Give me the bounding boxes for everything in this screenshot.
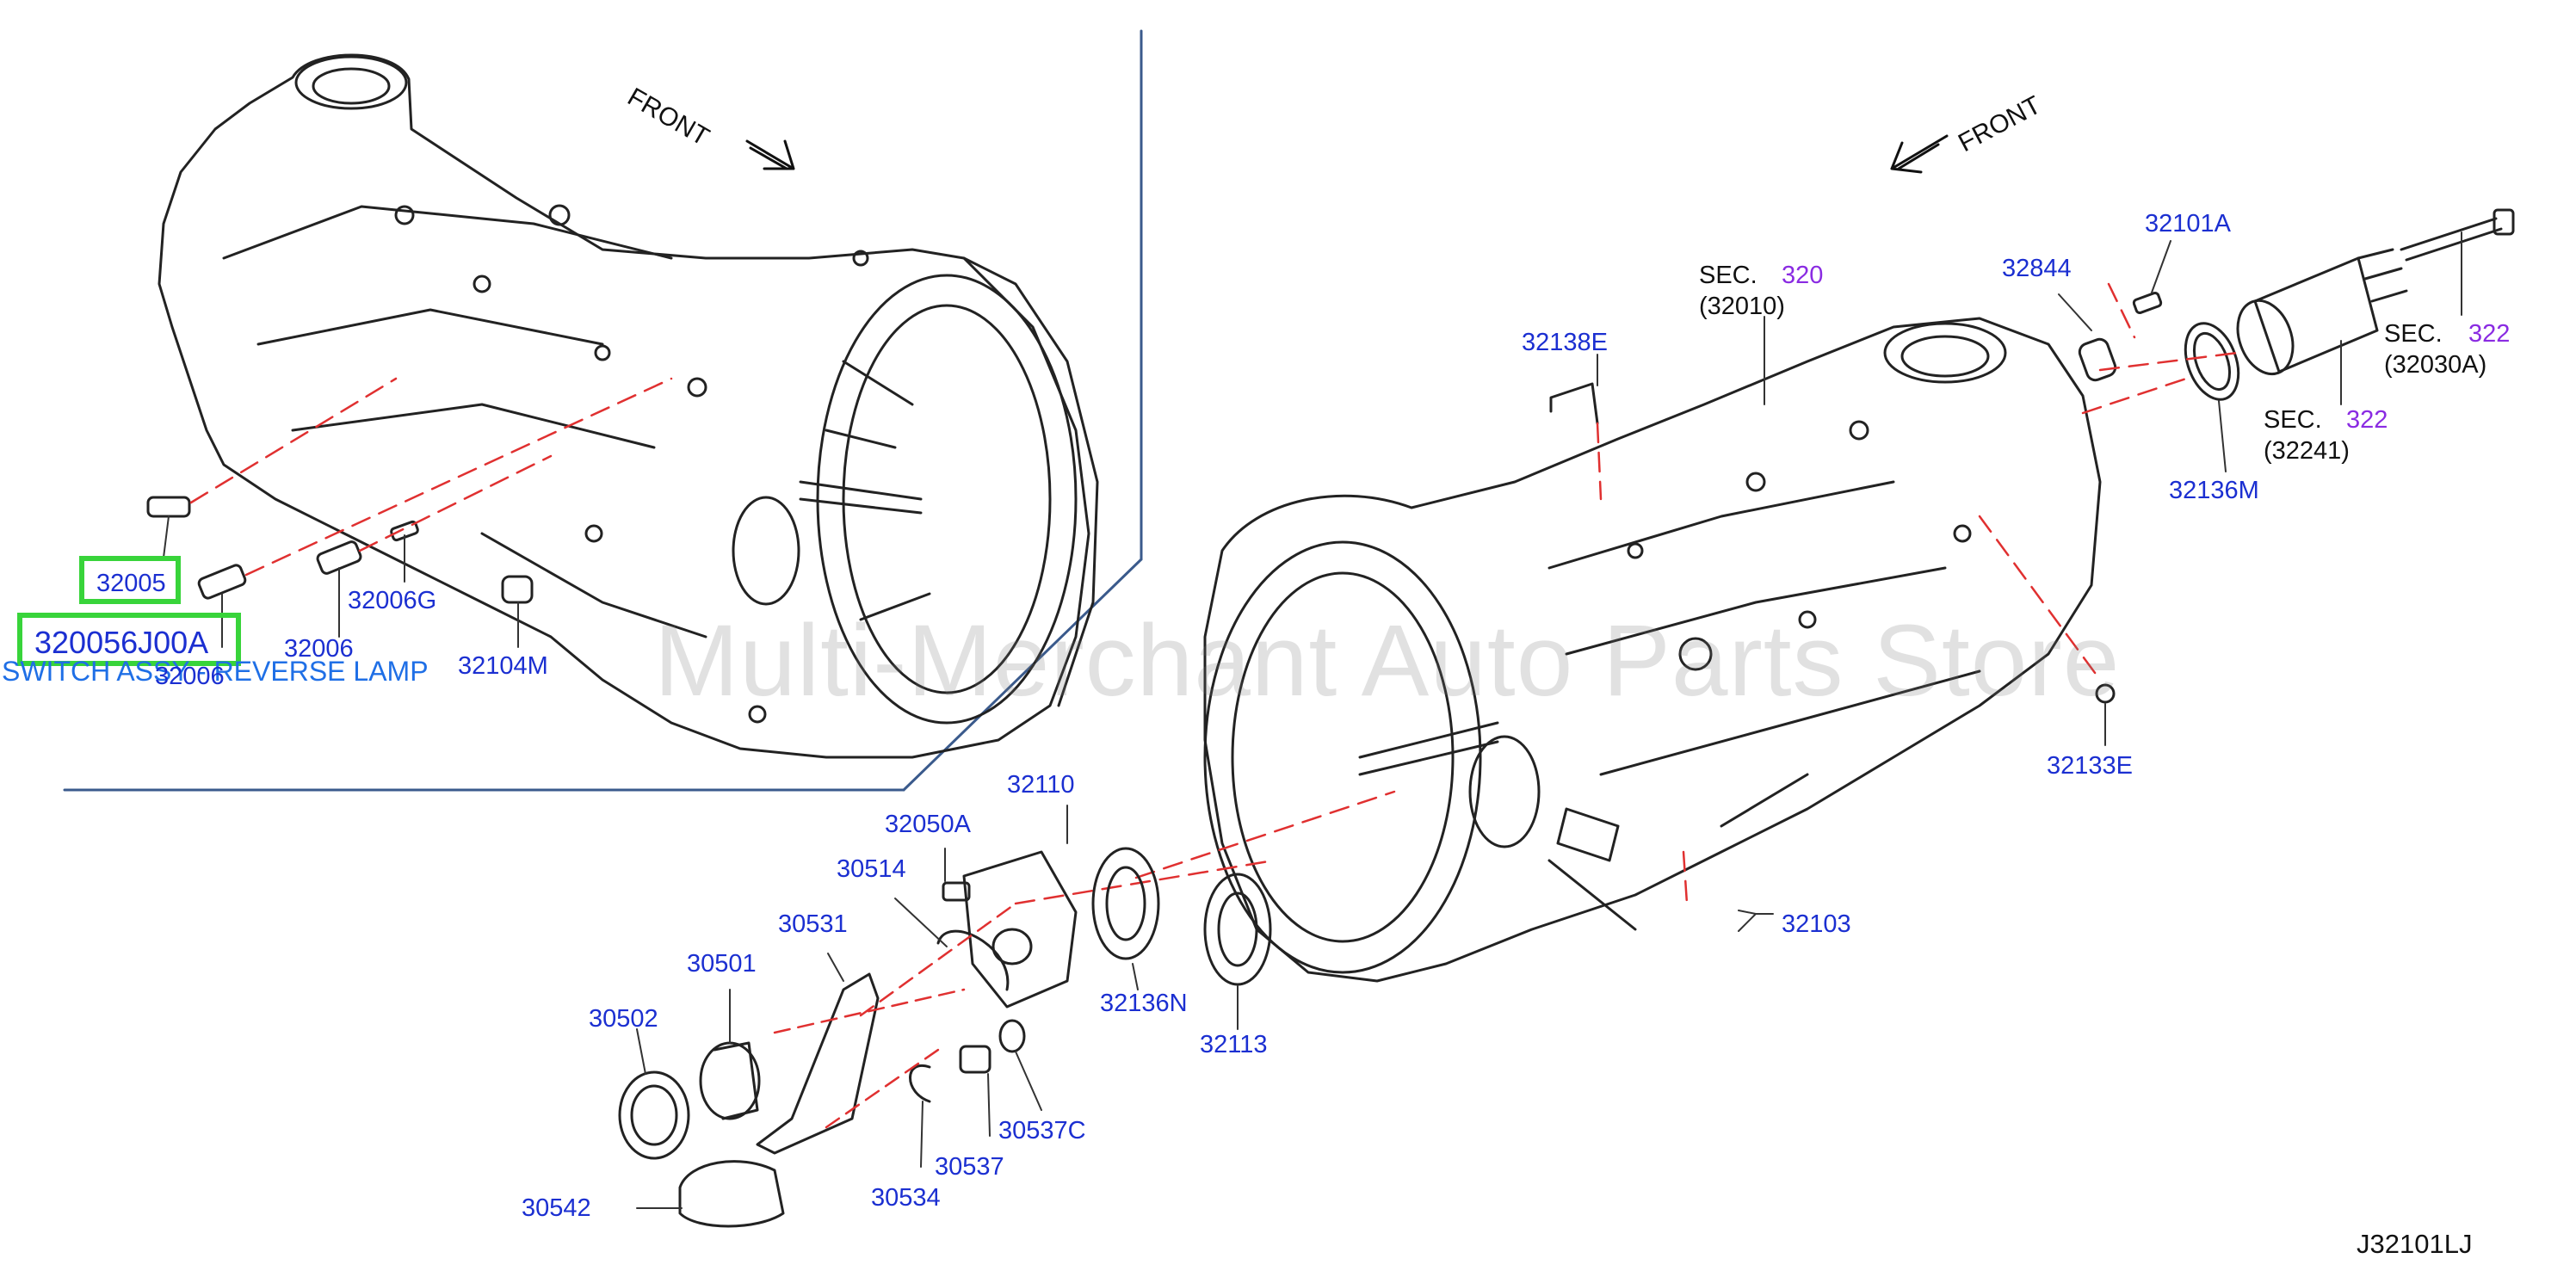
part-32136n-label[interactable]: 32136N <box>1100 990 1188 1017</box>
watermark: Multi-Merchant Auto Parts Store <box>654 604 2121 718</box>
part-32104m-label[interactable]: 32104M <box>458 652 548 680</box>
ref-32030a: (32030A) <box>2384 351 2487 379</box>
part-32138e-label[interactable]: 32138E <box>1522 329 1608 356</box>
part-32101a-label[interactable]: 32101A <box>2145 210 2231 238</box>
part-32133e-label[interactable]: 32133E <box>2047 752 2133 780</box>
part-description: SWITCH ASSY - REVERSE LAMP <box>2 656 429 687</box>
part-32006-label-b[interactable]: 32006 <box>284 635 354 663</box>
part-number-label[interactable]: 320056J00A <box>34 625 209 660</box>
part-32006-label-a[interactable]: 32006 <box>155 663 225 690</box>
sec-322-link-b[interactable]: 322 <box>2346 406 2388 434</box>
sec-320-link[interactable]: 320 <box>1782 262 1824 289</box>
part-32844-label[interactable]: 32844 <box>2002 255 2072 282</box>
part-32050a-label[interactable]: 32050A <box>885 811 971 838</box>
part-30514-label[interactable]: 30514 <box>837 855 906 883</box>
right-upper-parts <box>1549 208 2515 704</box>
highlight-box-part-number[interactable]: 320056J00A <box>17 613 241 666</box>
part-30537c-label[interactable]: 30537C <box>998 1117 1086 1144</box>
sec-322-prefix-b: SEC. <box>2264 406 2322 434</box>
front-arrow-right <box>1890 134 1949 174</box>
part-30502-label[interactable]: 30502 <box>589 1005 658 1033</box>
part-30537-label[interactable]: 30537 <box>935 1153 1004 1181</box>
left-dash-lines <box>189 377 673 577</box>
ref-32241: (32241) <box>2264 437 2350 465</box>
sec-322-link-a[interactable]: 322 <box>2468 320 2511 348</box>
part-30542-label[interactable]: 30542 <box>522 1194 591 1222</box>
transmission-right-illustration <box>1203 317 2102 983</box>
part-32136m-label[interactable]: 32136M <box>2169 477 2259 504</box>
part-32006g-label[interactable]: 32006G <box>348 587 437 614</box>
part-30531-label[interactable]: 30531 <box>778 910 848 938</box>
part-32103-label[interactable]: 32103 <box>1782 910 1851 938</box>
part-32110-label[interactable]: 32110 <box>1007 771 1075 799</box>
right-dash-lines <box>1014 282 2239 905</box>
part-32113-label[interactable]: 32113 <box>1200 1031 1268 1058</box>
highlight-box-part[interactable]: 32005 <box>79 556 181 604</box>
front-arrow-left <box>745 139 795 170</box>
clutch-parts-illustration <box>618 847 1272 1228</box>
clutch-leader-lines <box>636 805 1239 1209</box>
part-30501-label[interactable]: 30501 <box>687 950 757 978</box>
left-small-parts <box>146 496 534 604</box>
ref-32010: (32010) <box>1699 293 1785 320</box>
part-32005-label[interactable]: 32005 <box>96 570 166 597</box>
sec-322-prefix-a: SEC. <box>2384 320 2443 348</box>
right-leader-lines <box>1597 231 2462 932</box>
diagram-code: J32101LJ <box>2357 1229 2473 1259</box>
clutch-dash-lines <box>773 902 1017 1129</box>
part-30534-label[interactable]: 30534 <box>871 1184 941 1212</box>
left-leader-lines <box>163 515 519 648</box>
transmission-left-illustration <box>158 53 1099 759</box>
sec-320-prefix: SEC. <box>1699 262 1757 289</box>
